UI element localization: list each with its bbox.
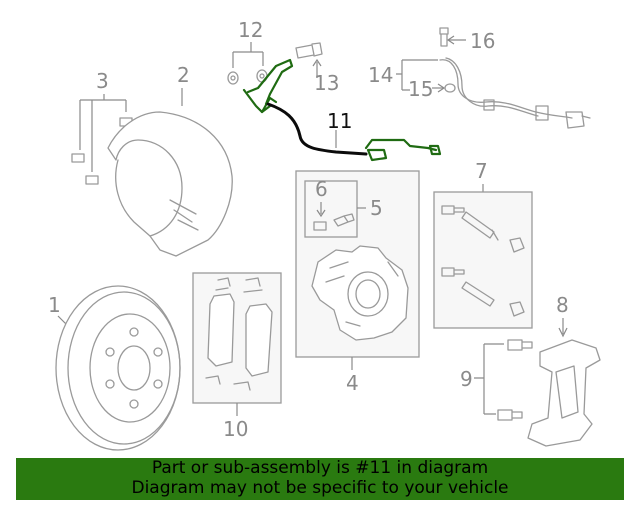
banner-line-2: Diagram may not be specific to your vehi…	[131, 478, 509, 498]
bolt-icon	[497, 409, 523, 421]
label-7: 7	[475, 159, 488, 183]
label-6: 6	[315, 177, 328, 201]
sensor-connector	[565, 111, 585, 129]
part-3-group[interactable]: 3	[71, 69, 133, 185]
brake-pad-right	[245, 303, 273, 377]
part-16-group[interactable]: 16	[439, 27, 495, 53]
guide-pin-icon	[461, 281, 495, 307]
part-4-caliper[interactable]: 4	[295, 170, 420, 395]
label-11: 11	[327, 109, 352, 133]
part-12-group[interactable]: 12	[227, 18, 268, 85]
bleeder-screw-icon	[333, 213, 355, 227]
part-5-bleeder[interactable]: 5	[333, 196, 383, 227]
sensor-cable	[439, 59, 573, 119]
label-10: 10	[223, 417, 248, 441]
part-13-group[interactable]: 13	[295, 42, 339, 95]
hose-fitting	[366, 148, 388, 162]
info-banner: Part or sub-assembly is #11 in diagram D…	[16, 458, 624, 500]
part-10-brake-pads[interactable]: 10	[192, 272, 282, 441]
caliper-piston	[347, 271, 389, 317]
leader-3	[79, 94, 127, 172]
part-15-group[interactable]: 15	[408, 77, 456, 101]
caliper-body	[311, 245, 409, 341]
bolt-icon	[507, 339, 533, 351]
label-2: 2	[177, 63, 190, 87]
pins-box	[433, 191, 533, 329]
leader-14	[396, 59, 438, 91]
bolt-icon	[295, 44, 315, 59]
part-11-brake-hose[interactable]: 11	[242, 58, 442, 162]
label-16: 16	[470, 29, 495, 53]
label-3: 3	[96, 69, 109, 93]
hose-bracket	[246, 58, 294, 106]
leader-9	[474, 343, 504, 415]
part-1-rotor[interactable]: 1	[48, 285, 181, 451]
label-4: 4	[346, 371, 359, 395]
washer-icon	[444, 83, 456, 93]
label-13: 13	[314, 71, 339, 95]
brake-pad-left	[207, 293, 235, 367]
part-7-guide-pins[interactable]: 7	[433, 159, 533, 329]
boot-icon	[509, 301, 525, 317]
leader-12	[232, 42, 264, 68]
shield-outer	[107, 111, 233, 257]
label-8: 8	[556, 293, 569, 317]
washer-icon	[227, 71, 239, 85]
part-9-bolts[interactable]: 9	[460, 339, 533, 421]
part-2-splash-shield[interactable]: 2	[107, 63, 233, 257]
label-5: 5	[370, 196, 383, 220]
bleeder-box	[304, 180, 358, 238]
rotor-hat	[89, 313, 171, 423]
label-12: 12	[238, 18, 263, 42]
part-8-bracket[interactable]: 8	[527, 293, 601, 447]
rotor-center-bore	[117, 345, 151, 391]
bolt-icon	[439, 27, 449, 47]
bolt-icon	[71, 153, 85, 163]
bolt-icon	[85, 175, 99, 185]
bracket-body	[527, 339, 601, 447]
guide-pin-icon	[461, 211, 495, 239]
part-6-bleeder-cap[interactable]: 6	[313, 177, 328, 231]
brake-hose-line	[266, 102, 368, 156]
bolt-icon	[441, 205, 465, 215]
label-15: 15	[408, 77, 433, 101]
bolt-icon	[441, 267, 465, 277]
banner-line-1: Part or sub-assembly is #11 in diagram	[151, 458, 489, 478]
part-14-group[interactable]: 14	[368, 57, 591, 129]
label-9: 9	[460, 367, 473, 391]
boot-icon	[509, 237, 525, 253]
cap-icon	[313, 221, 327, 231]
label-14: 14	[368, 63, 393, 87]
label-1: 1	[48, 293, 61, 317]
